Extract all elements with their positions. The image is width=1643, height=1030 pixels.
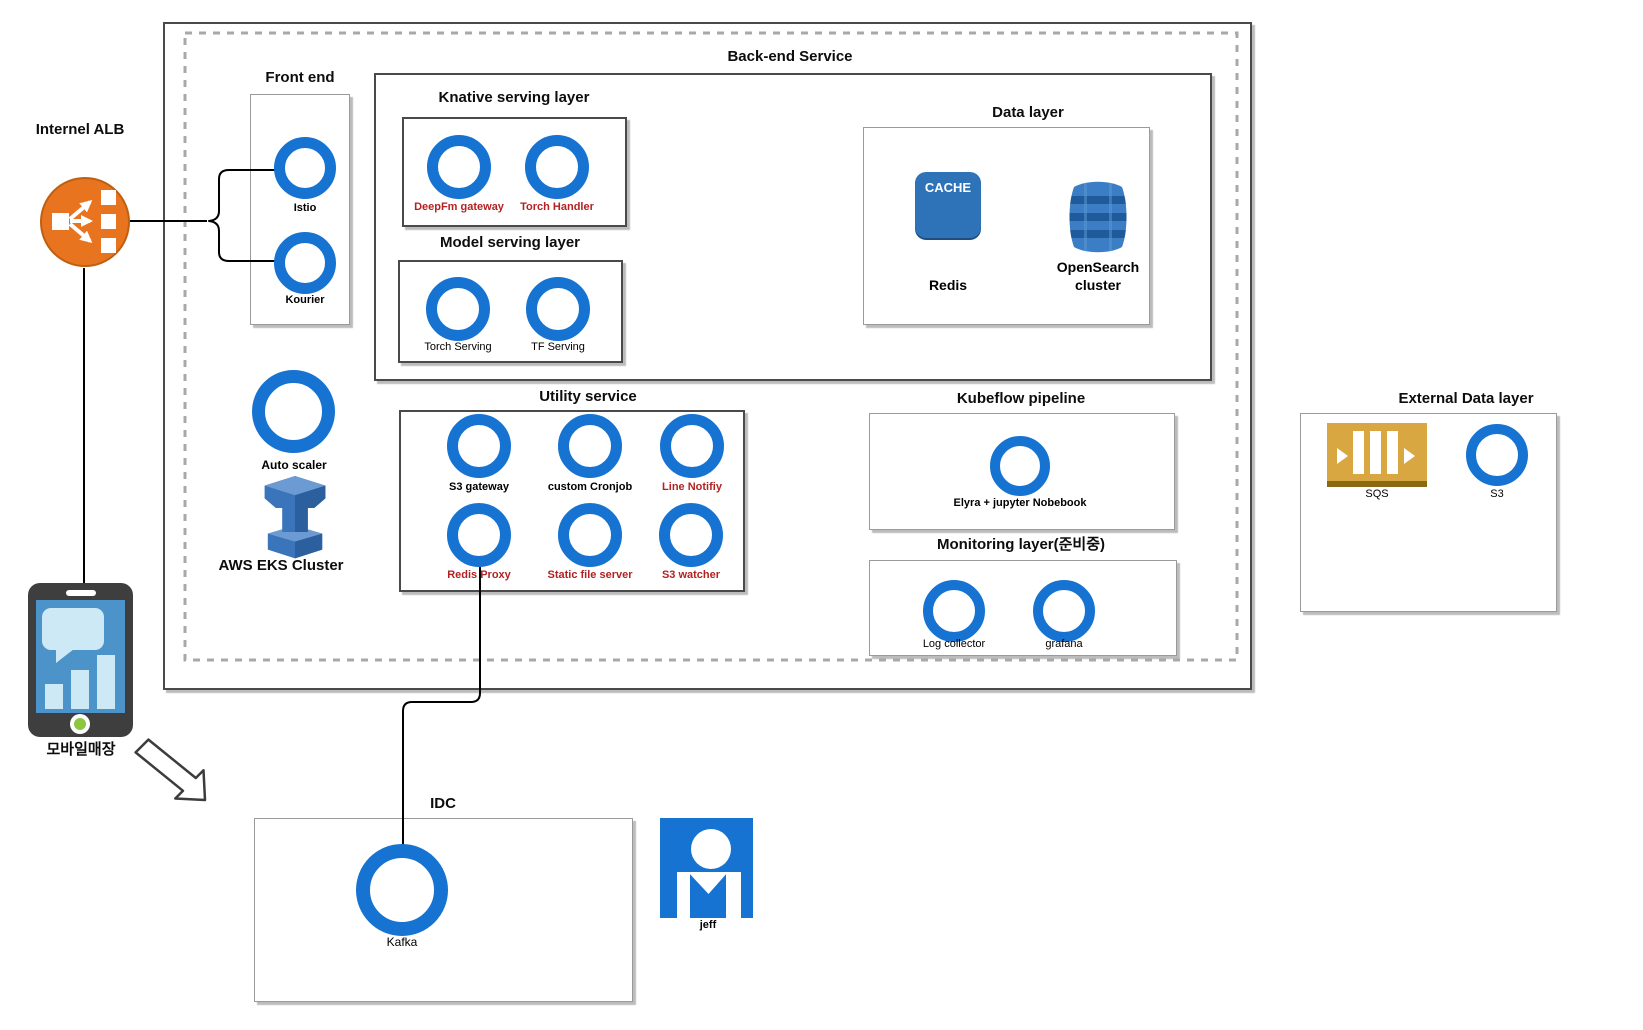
s3-watcher-node	[659, 503, 723, 567]
eks-cluster-label: AWS EKS Cluster	[218, 557, 344, 574]
kafka-node	[356, 844, 448, 936]
redis-proxy-label: Redis Proxy	[447, 569, 511, 581]
line-notify-node	[660, 414, 724, 478]
knative-title: Knative serving layer	[438, 89, 590, 106]
sqs-icon	[1327, 423, 1427, 487]
monitoring-box	[869, 560, 1177, 656]
mobile-phone-icon	[28, 583, 133, 737]
redis-proxy-node	[447, 503, 511, 567]
kourier-label: Kourier	[285, 294, 325, 306]
custom-cronjob-node	[558, 414, 622, 478]
redis-label: Redis	[928, 277, 968, 293]
line-notify-label: Line Notifiy	[662, 481, 722, 493]
user-jeff-label: jeff	[699, 919, 717, 931]
log-collector-label: Log collector	[922, 638, 986, 650]
static-file-server-label: Static file server	[547, 569, 633, 581]
model-serving-title: Model serving layer	[439, 234, 581, 251]
elyra-label: Elyra + jupyter Nobebook	[953, 497, 1087, 509]
kafka-label: Kafka	[386, 935, 418, 949]
tf-serving-label: TF Serving	[531, 341, 585, 353]
sqs-label: SQS	[1365, 488, 1389, 500]
static-file-server-node	[558, 503, 622, 567]
istio-node	[274, 137, 336, 199]
user-jeff-icon	[660, 818, 753, 918]
grafana-node	[1033, 580, 1095, 642]
torch-serving-label: Torch Serving	[424, 341, 492, 353]
torch-serving-node	[426, 277, 490, 341]
opensearch-label: OpenSearch cluster	[1056, 259, 1140, 293]
data-layer-title: Data layer	[992, 104, 1064, 121]
s3-gateway-node	[447, 414, 511, 478]
flow-arrow-icon	[134, 738, 207, 802]
s3-gateway-label: S3 gateway	[449, 481, 509, 493]
tf-serving-node	[526, 277, 590, 341]
idc-title: IDC	[430, 795, 456, 812]
eks-cluster-icon	[264, 476, 326, 559]
s3-external-node	[1466, 424, 1528, 486]
torch-handler-label: Torch Handler	[520, 201, 594, 213]
monitoring-title: Monitoring layer(준비중)	[936, 536, 1106, 553]
auto-scaler-label: Auto scaler	[261, 458, 327, 472]
log-collector-node	[923, 580, 985, 642]
backend-service-title: Back-end Service	[727, 48, 853, 65]
grafana-label: grafana	[1045, 638, 1083, 650]
front-end-title: Front end	[265, 69, 335, 86]
s3-watcher-label: S3 watcher	[661, 569, 721, 581]
elyra-node	[990, 436, 1050, 496]
mobile-store-label: 모바일매장	[46, 741, 116, 758]
deepfm-gateway-label: DeepFm gateway	[414, 201, 504, 213]
external-data-title: External Data layer	[1398, 390, 1534, 407]
auto-scaler-node	[252, 370, 335, 453]
istio-label: Istio	[293, 202, 317, 214]
kubeflow-title: Kubeflow pipeline	[956, 390, 1086, 407]
utility-title: Utility service	[539, 388, 637, 405]
alb-icon	[40, 177, 130, 267]
s3-external-label: S3	[1490, 488, 1504, 500]
opensearch-icon	[1069, 181, 1127, 253]
deepfm-gateway-node	[427, 135, 491, 199]
kourier-node	[274, 232, 336, 294]
custom-cronjob-label: custom Cronjob	[547, 481, 633, 493]
cache-icon-text: CACHE	[924, 180, 972, 195]
internal-alb-label: Internel ALB	[35, 121, 125, 138]
torch-handler-node	[525, 135, 589, 199]
redis-cache-icon: CACHE	[915, 172, 981, 238]
idc-box	[254, 818, 633, 1002]
